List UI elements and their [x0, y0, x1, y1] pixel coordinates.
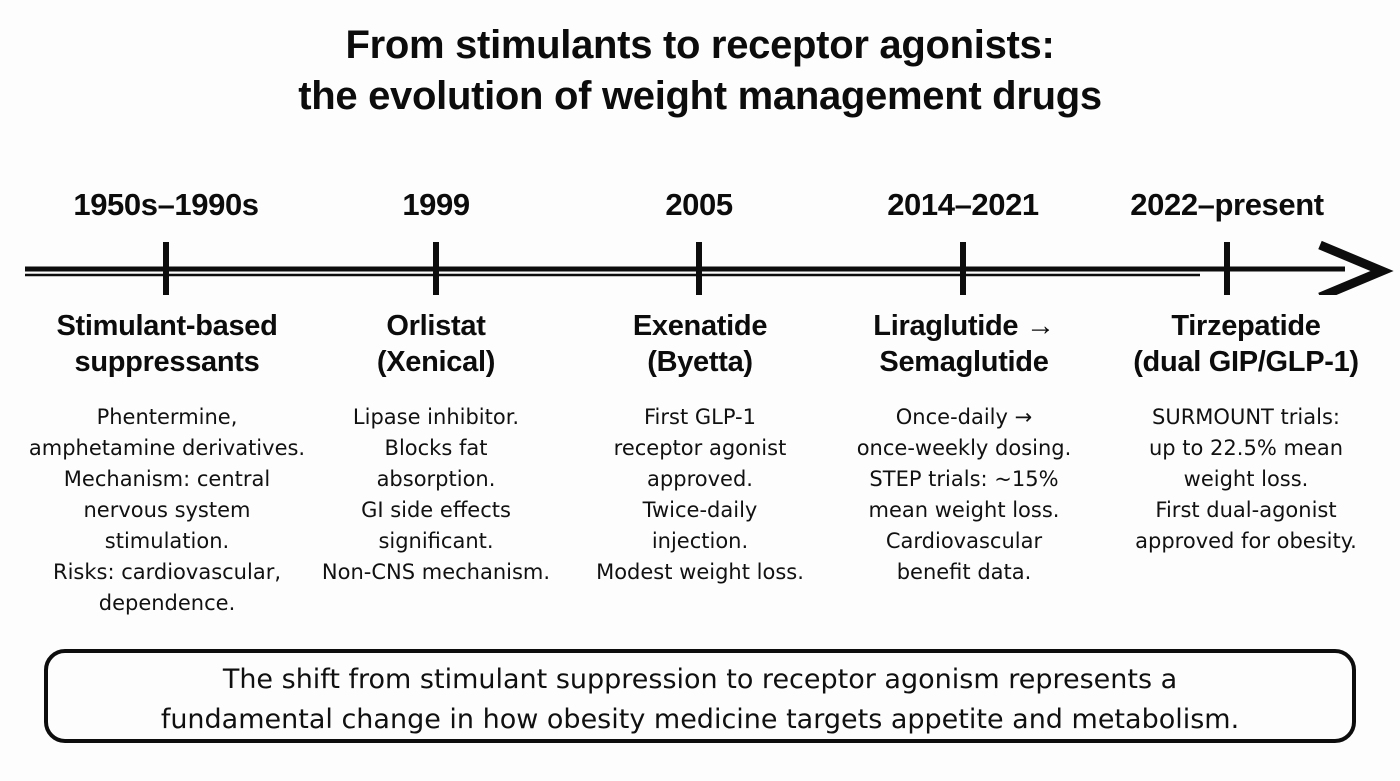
era-body-2: Lipase inhibitor. Blocks fat absorption.… — [311, 402, 561, 588]
era-heading-2-line-1: Orlistat — [386, 310, 486, 342]
arrow-right-icon — [1318, 240, 1394, 295]
timeline-year-1: 1950s–1990s — [73, 187, 259, 222]
era-heading-3: Exenatide (Byetta) — [576, 308, 824, 384]
timeline-tick-marks — [163, 242, 1230, 295]
timeline-axis-line — [25, 266, 1345, 277]
era-body-5: SURMOUNT trials: up to 22.5% mean weight… — [1098, 402, 1394, 557]
era-column-4: Liraglutide → Semaglutide Once-daily → o… — [838, 308, 1090, 588]
era-heading-5-line-1: Tirzepatide — [1171, 310, 1321, 342]
era-body-1-line-1: Phentermine, — [96, 405, 238, 429]
era-body-4-line-2: once-weekly dosing. — [856, 436, 1072, 460]
era-body-2-line-4: GI side effects — [361, 498, 511, 522]
timeline-axis-svg — [25, 240, 1394, 295]
era-heading-4: Liraglutide → Semaglutide — [838, 308, 1090, 384]
summary-callout-box: The shift from stimulant suppression to … — [43, 648, 1357, 744]
era-body-1-line-7: dependence. — [98, 591, 236, 615]
era-body-2-line-2: Blocks fat — [384, 436, 488, 460]
timeline-year-5: 2022–present — [1130, 187, 1324, 222]
timeline-era-columns: Stimulant-based suppressants Phentermine… — [0, 308, 1400, 628]
era-body-2-line-3: absorption. — [376, 467, 496, 491]
era-body-3-line-2: receptor agonist — [613, 436, 787, 460]
era-heading-1-line-1: Stimulant-based — [56, 310, 278, 342]
era-body-3-line-5: injection. — [651, 529, 749, 553]
era-body-3-line-4: Twice-daily — [642, 498, 758, 522]
timeline-year-3: 2005 — [665, 187, 733, 222]
page-title-line-2: the evolution of weight management drugs — [298, 74, 1102, 118]
era-column-1: Stimulant-based suppressants Phentermine… — [8, 308, 326, 619]
era-body-2-line-5: significant. — [378, 529, 494, 553]
era-body-3: First GLP-1 receptor agonist approved. T… — [576, 402, 824, 588]
timeline-year-2: 1999 — [402, 187, 470, 222]
era-body-4-line-3: STEP trials: ~15% — [869, 467, 1059, 491]
era-heading-2-line-2: (Xenical) — [376, 346, 496, 378]
era-body-4-line-4: mean weight loss. — [868, 498, 1060, 522]
summary-callout-line-1: The shift from stimulant suppression to … — [222, 664, 1178, 695]
era-column-3: Exenatide (Byetta) First GLP-1 receptor … — [576, 308, 824, 588]
timeline-axis-band: 1950s–1990s 1999 2005 2014–2021 2022–pre… — [0, 185, 1400, 295]
callout-border-outline — [44, 649, 1356, 743]
era-body-3-line-1: First GLP-1 — [644, 405, 756, 429]
summary-callout-text: The shift from stimulant suppression to … — [69, 660, 1331, 740]
era-heading-1: Stimulant-based suppressants — [8, 308, 326, 384]
era-column-5: Tirzepatide (dual GIP/GLP-1) SURMOUNT tr… — [1098, 308, 1394, 557]
era-heading-4-line-2: Semaglutide — [879, 346, 1049, 378]
summary-callout-line-2: fundamental change in how obesity medici… — [160, 704, 1240, 735]
era-body-2-line-6: Non-CNS mechanism. — [321, 560, 551, 584]
era-body-4: Once-daily → once-weekly dosing. STEP tr… — [838, 402, 1090, 588]
era-body-3-line-6: Modest weight loss. — [596, 560, 804, 584]
era-body-5-line-5: approved for obesity. — [1135, 529, 1357, 553]
era-body-3-line-3: approved. — [647, 467, 753, 491]
era-body-5-line-4: First dual-agonist — [1155, 498, 1337, 522]
era-body-5-line-3: weight loss. — [1183, 467, 1309, 491]
timeline-year-4: 2014–2021 — [887, 187, 1039, 222]
era-heading-2: Orlistat (Xenical) — [311, 308, 561, 384]
era-body-1-line-4: nervous system — [83, 498, 251, 522]
era-body-5-line-1: SURMOUNT trials: — [1152, 405, 1340, 429]
era-body-1-line-2: amphetamine derivatives. — [28, 436, 306, 460]
era-heading-3-line-1: Exenatide — [632, 310, 768, 342]
era-column-2: Orlistat (Xenical) Lipase inhibitor. Blo… — [311, 308, 561, 588]
era-body-5-line-2: up to 22.5% mean — [1148, 436, 1343, 460]
era-body-1-line-6: Risks: cardiovascular, — [52, 560, 282, 584]
era-body-2-line-1: Lipase inhibitor. — [352, 405, 520, 429]
era-heading-1-line-2: suppressants — [74, 346, 260, 378]
era-body-4-line-5: Cardiovascular — [885, 529, 1043, 553]
era-body-1-line-5: stimulation. — [104, 529, 230, 553]
era-heading-4-line-1: Liraglutide → — [873, 310, 1055, 342]
era-body-1: Phentermine, amphetamine derivatives. Me… — [8, 402, 326, 619]
era-heading-5: Tirzepatide (dual GIP/GLP-1) — [1098, 308, 1394, 384]
era-body-1-line-3: Mechanism: central — [63, 467, 271, 491]
era-body-4-line-6: benefit data. — [896, 560, 1032, 584]
page-title: From stimulants to receptor agonists: th… — [0, 20, 1400, 122]
era-body-4-line-1: Once-daily → — [895, 405, 1033, 429]
era-heading-3-line-2: (Byetta) — [647, 346, 753, 378]
page-title-line-1: From stimulants to receptor agonists: — [345, 23, 1055, 67]
era-heading-5-line-2: (dual GIP/GLP-1) — [1133, 346, 1359, 378]
